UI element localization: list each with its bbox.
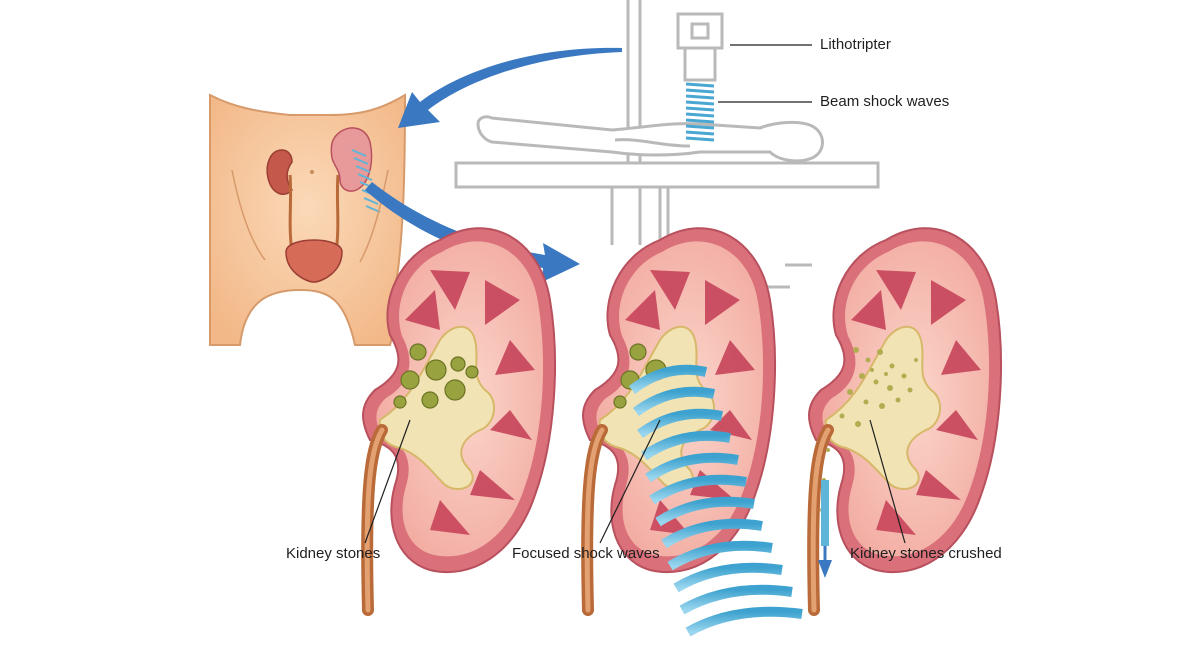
body-panel xyxy=(209,93,407,346)
kidney-1 xyxy=(363,228,555,610)
label-kidney-stones: Kidney stones xyxy=(286,545,381,562)
label-lithotripter: Lithotripter xyxy=(820,36,891,53)
patient-outline xyxy=(476,115,824,163)
flush-arrow xyxy=(818,480,832,578)
arrow-to-body xyxy=(398,47,622,128)
label-beam-shock-waves: Beam shock waves xyxy=(820,93,950,110)
beam-shock-waves-coil xyxy=(685,82,715,142)
lithotripter-table xyxy=(454,161,880,289)
label-focused-shock-waves: Focused shock waves xyxy=(512,545,660,562)
kidney-3 xyxy=(809,228,1001,610)
focused-shock-waves xyxy=(628,364,803,637)
label-kidney-stones-crushed: Kidney stones crushed xyxy=(850,545,1002,562)
